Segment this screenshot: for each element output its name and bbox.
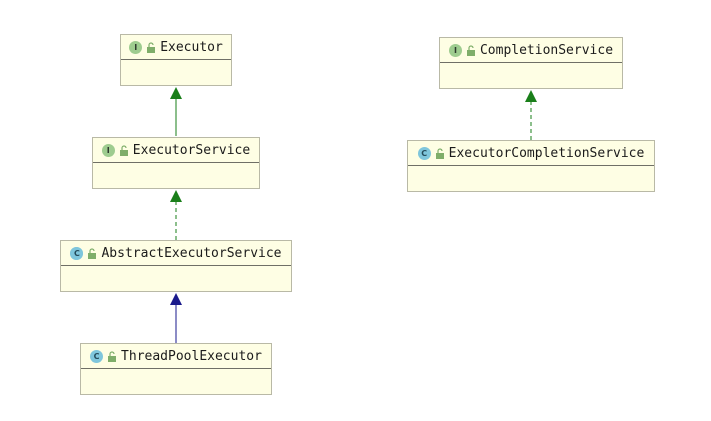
lock-icon [466,44,475,56]
edge-abstractexecutorservice-implements-executorservice [170,190,182,240]
lock-icon [435,147,444,159]
lock-icon [108,350,117,362]
uml-node-header: C ThreadPoolExecutor [81,344,271,369]
uml-node-label: ThreadPoolExecutor [121,348,262,364]
uml-node-label: ExecutorCompletionService [448,145,645,161]
class-icon: C [90,349,104,363]
lock-icon [119,144,128,156]
uml-node-label: AbstractExecutorService [101,245,282,261]
interface-icon: I [448,43,462,57]
interface-icon: I [129,40,143,54]
edge-executorcompletionservice-implements-completionservice [525,90,537,140]
uml-node-header: C ExecutorCompletionService [408,141,654,166]
uml-node-executor[interactable]: I Executor [120,34,232,86]
edge-executorservice-extends-executor [170,87,182,136]
uml-node-threadpoolexecutor[interactable]: C ThreadPoolExecutor [80,343,272,395]
uml-node-abstractexecutorservice[interactable]: C AbstractExecutorService [60,240,292,292]
uml-node-label: CompletionService [479,42,614,58]
uml-node-header: I CompletionService [440,38,622,63]
uml-node-header: C AbstractExecutorService [61,241,291,266]
uml-node-executorcompletionservice[interactable]: C ExecutorCompletionService [407,140,655,192]
uml-node-header: I ExecutorService [93,138,259,163]
uml-node-executorservice[interactable]: I ExecutorService [92,137,260,189]
edge-threadpoolexecutor-extends-abstractexecutorservice [170,293,182,343]
uml-node-header: I Executor [121,35,231,60]
uml-node-completionservice[interactable]: I CompletionService [439,37,623,89]
class-icon: C [417,146,431,160]
uml-node-label: ExecutorService [132,142,251,158]
interface-icon: I [101,143,115,157]
lock-icon [147,41,156,53]
abstract-class-icon: C [70,246,84,260]
lock-icon [88,247,97,259]
uml-node-label: Executor [160,39,223,55]
